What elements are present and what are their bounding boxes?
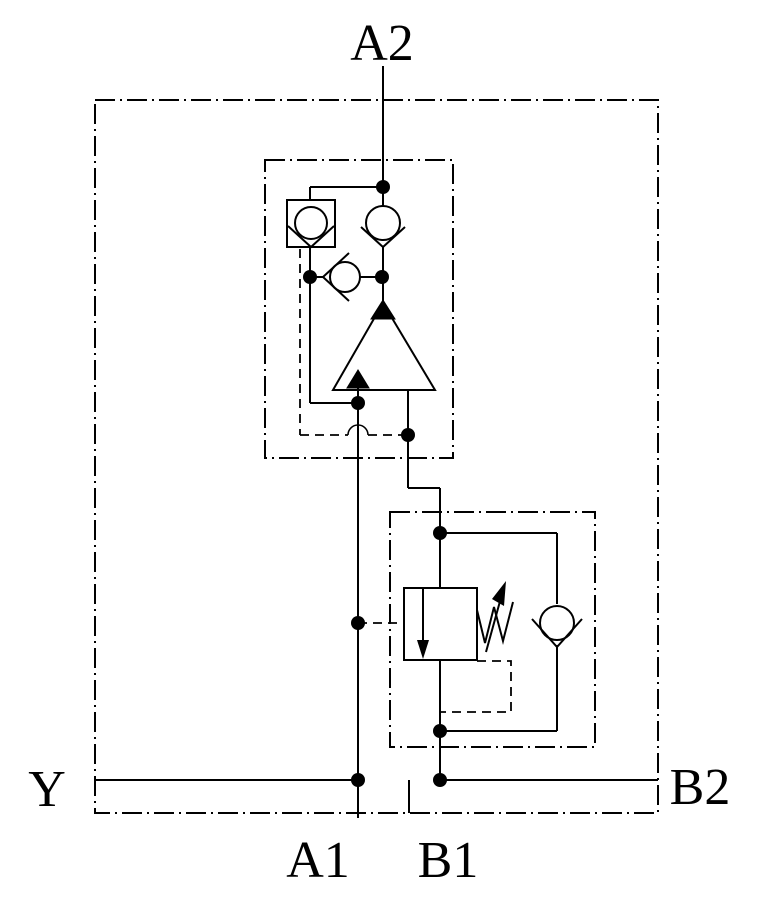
junction-dot (375, 270, 389, 284)
port-label-y: Y (28, 761, 66, 818)
port-label-a2: A2 (350, 15, 414, 72)
relief-valve-section-boundary (389, 511, 596, 748)
check-valve-seat-icon (321, 252, 350, 302)
check-valve-middle (321, 252, 361, 302)
check-valve-seat-icon (360, 226, 406, 249)
check-valve-ball-icon (365, 205, 401, 241)
port-label-b2: B2 (670, 759, 731, 816)
junction-dot (351, 773, 365, 787)
check-valve-ball-icon (329, 261, 361, 293)
port-label-b1: B1 (418, 832, 479, 889)
spring-icon (476, 601, 514, 645)
junction-dot (401, 428, 415, 442)
poppet-triangle-icon (331, 301, 437, 391)
junction-dot (433, 773, 447, 787)
junction-dot (303, 270, 317, 284)
check-valve-ball-icon (294, 206, 328, 240)
check-valve-ball-icon (539, 605, 575, 641)
port-label-a1: A1 (286, 832, 350, 889)
relief-valve (403, 581, 514, 661)
pilot-lines (299, 249, 512, 713)
junction-dots (303, 180, 447, 787)
check-valve-lower (531, 605, 583, 649)
down-arrow-icon (417, 640, 429, 659)
junction-dot (351, 616, 365, 630)
junction-dot (433, 724, 447, 738)
relief-valve-body (403, 587, 478, 661)
junction-dot (433, 526, 447, 540)
poppet-cartridge-symbol (331, 299, 437, 391)
junction-dot (351, 396, 365, 410)
check-valve-seat-icon (287, 225, 335, 249)
flow-lines (95, 66, 658, 818)
poppet-inner-triangle-icon (346, 369, 370, 389)
check-valve-seat-icon (531, 618, 583, 649)
adjustment-arrow-head-icon (492, 581, 506, 606)
check-valve-top (360, 205, 406, 249)
line-crossover-hop-icon (347, 424, 369, 436)
module-boundary (94, 99, 659, 814)
poppet-seat-triangle-icon (370, 299, 396, 320)
junction-dot (376, 180, 390, 194)
pilot-drain-line (440, 660, 512, 713)
adjustment-arrow-shaft (485, 593, 503, 653)
boxed-check-valve (286, 199, 336, 249)
